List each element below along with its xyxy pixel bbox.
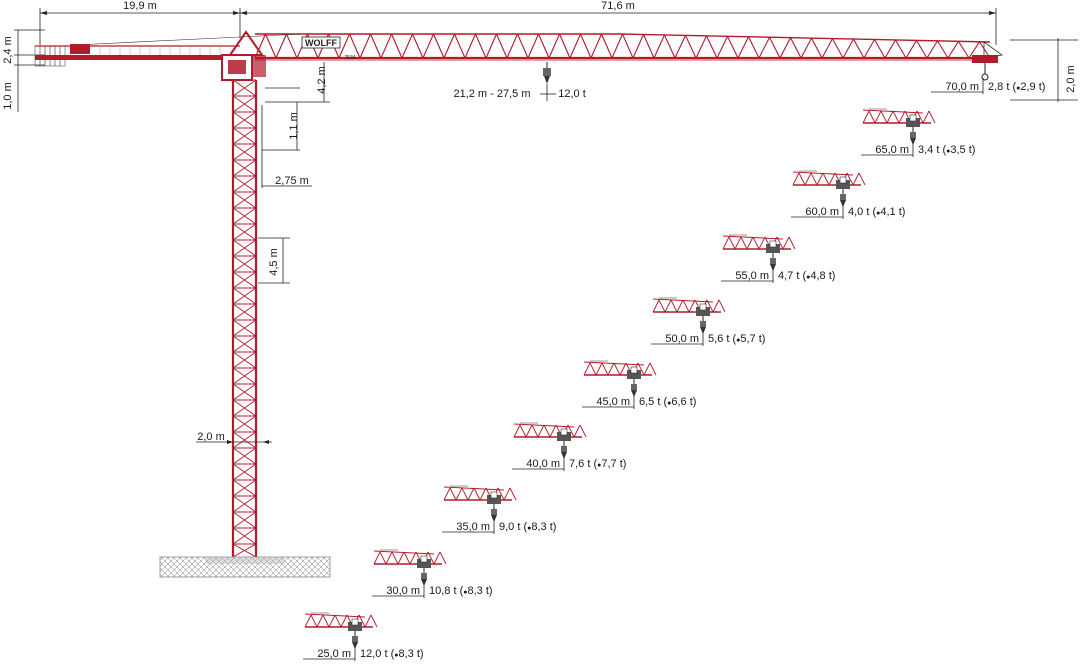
foundation [159, 556, 331, 578]
load-value-text: 4,0 t ( [848, 206, 876, 218]
top-dimension-lines [39, 8, 997, 45]
load-radius-label: 55,0 m [735, 270, 769, 282]
load-value-text: 6,5 t ( [639, 396, 667, 408]
load-value-label: 5,6 t (●5,7 t) [708, 333, 765, 345]
jib-length-label: 71,6 m [601, 0, 635, 12]
load-value-label: 12,0 t (●8,3 t) [360, 648, 424, 660]
counter-jib [34, 36, 241, 67]
load-value-text: 3,4 t ( [918, 144, 946, 156]
mast-section-label: 4,5 m [268, 248, 280, 276]
load-value-text: 9,0 t ( [499, 521, 527, 533]
load-alt-value-text: 7,7 t) [601, 458, 626, 470]
weight-icon: ● [394, 652, 398, 659]
max-load-hook [540, 62, 556, 101]
load-radius-label: 40,0 m [526, 458, 560, 470]
load-value-label: 4,7 t (●4,8 t) [778, 270, 835, 282]
wolff-logo: WOLFF 7534 [301, 36, 356, 61]
tip-hook-trolley [972, 55, 998, 81]
load-alt-value-text: 4,8 t) [810, 270, 835, 282]
weight-icon: ● [463, 589, 467, 596]
jib [239, 33, 1004, 61]
load-alt-value-text: 6,6 t) [671, 396, 696, 408]
weight-icon: ● [597, 462, 601, 469]
load-alt-value-text: 2,9 t) [1020, 81, 1045, 93]
load-alt-value-text: 8,3 t) [467, 585, 492, 597]
load-chart-item: 50,0 m 5,6 t (●5,7 t) [651, 297, 765, 346]
load-value-text: 5,6 t ( [708, 333, 736, 345]
weight-icon: ● [527, 525, 531, 532]
load-radius-label: 60,0 m [805, 206, 839, 218]
load-value-text: 12,0 t ( [360, 648, 395, 660]
mast-width-label: 2,0 m [197, 431, 225, 443]
load-chart-item: 45,0 m 6,5 t (●6,6 t) [582, 360, 696, 409]
load-radius-label: 45,0 m [596, 396, 630, 408]
load-chart-item: 30,0 m 10,8 t (●8,3 t) [372, 549, 493, 598]
weight-icon: ● [946, 148, 950, 155]
mast-offset-label: 2,75 m [275, 175, 309, 187]
slewing-height-label: 1,1 m [288, 112, 300, 140]
load-value-text: 4,7 t ( [778, 270, 806, 282]
load-chart-item: 25,0 m 12,0 t (●8,3 t) [303, 612, 424, 661]
load-value-label: 6,5 t (●6,6 t) [639, 396, 696, 408]
max-load-radius-label: 21,2 m - 27,5 m [453, 88, 530, 100]
weight-icon: ● [736, 337, 740, 344]
load-radius-label: 65,0 m [875, 144, 909, 156]
load-alt-value-text: 3,5 t) [950, 144, 975, 156]
wolff-logo-text: WOLFF [305, 38, 337, 48]
load-value-text: 7,6 t ( [569, 458, 597, 470]
weight-icon: ● [876, 210, 880, 217]
load-alt-value-text: 4,1 t) [880, 206, 905, 218]
mast-dimension-lines [196, 62, 330, 444]
weight-icon: ● [806, 274, 810, 281]
max-load-value-label: 12,0 t [558, 88, 586, 100]
load-radius-label: 30,0 m [386, 585, 420, 597]
load-value-label: 4,0 t (●4,1 t) [848, 206, 905, 218]
load-radius-label: 50,0 m [665, 333, 699, 345]
tip-height-label: 2,0 m [1065, 65, 1077, 93]
tip-dimension-lines [1010, 38, 1078, 102]
load-value-label: 2,8 t (●2,9 t) [988, 81, 1045, 93]
load-chart-item: 55,0 m 4,7 t (●4,8 t) [721, 234, 835, 283]
weight-icon: ● [667, 400, 671, 407]
load-alt-value-text: 5,7 t) [740, 333, 765, 345]
load-alt-value-text: 8,3 t) [531, 521, 556, 533]
load-alt-value-text: 8,3 t) [398, 648, 423, 660]
load-chart-item: 40,0 m 7,6 t (●7,7 t) [512, 422, 626, 471]
mast [231, 79, 258, 558]
load-chart-item: 35,0 m 9,0 t (●8,3 t) [442, 485, 556, 534]
cab-height-label: 4,2 m [316, 66, 328, 94]
load-radius-label: 25,0 m [317, 648, 351, 660]
weight-icon: ● [1016, 85, 1020, 92]
tower-head [221, 30, 266, 81]
load-radius-label: 35,0 m [456, 521, 490, 533]
load-value-label: 7,6 t (●7,7 t) [569, 458, 626, 470]
load-value-label: 9,0 t (●8,3 t) [499, 521, 556, 533]
counter-jib-length-label: 19,9 m [123, 0, 157, 12]
load-value-text: 10,8 t ( [429, 585, 464, 597]
load-chart-item: 70,0 m 2,8 t (●2,9 t) [931, 78, 1045, 94]
model-text: 7534 [344, 55, 355, 61]
load-chart-item: 60,0 m 4,0 t (●4,1 t) [791, 170, 905, 219]
load-radius-label: 70,0 m [945, 81, 979, 93]
load-chart-item: 65,0 m 3,4 t (●3,5 t) [861, 108, 975, 157]
load-value-text: 2,8 t ( [988, 81, 1016, 93]
load-value-label: 10,8 t (●8,3 t) [429, 585, 493, 597]
top-height-label: 2,4 m [2, 36, 14, 64]
load-value-label: 3,4 t (●3,5 t) [918, 144, 975, 156]
counter-ballast-height-label: 1,0 m [2, 82, 14, 110]
